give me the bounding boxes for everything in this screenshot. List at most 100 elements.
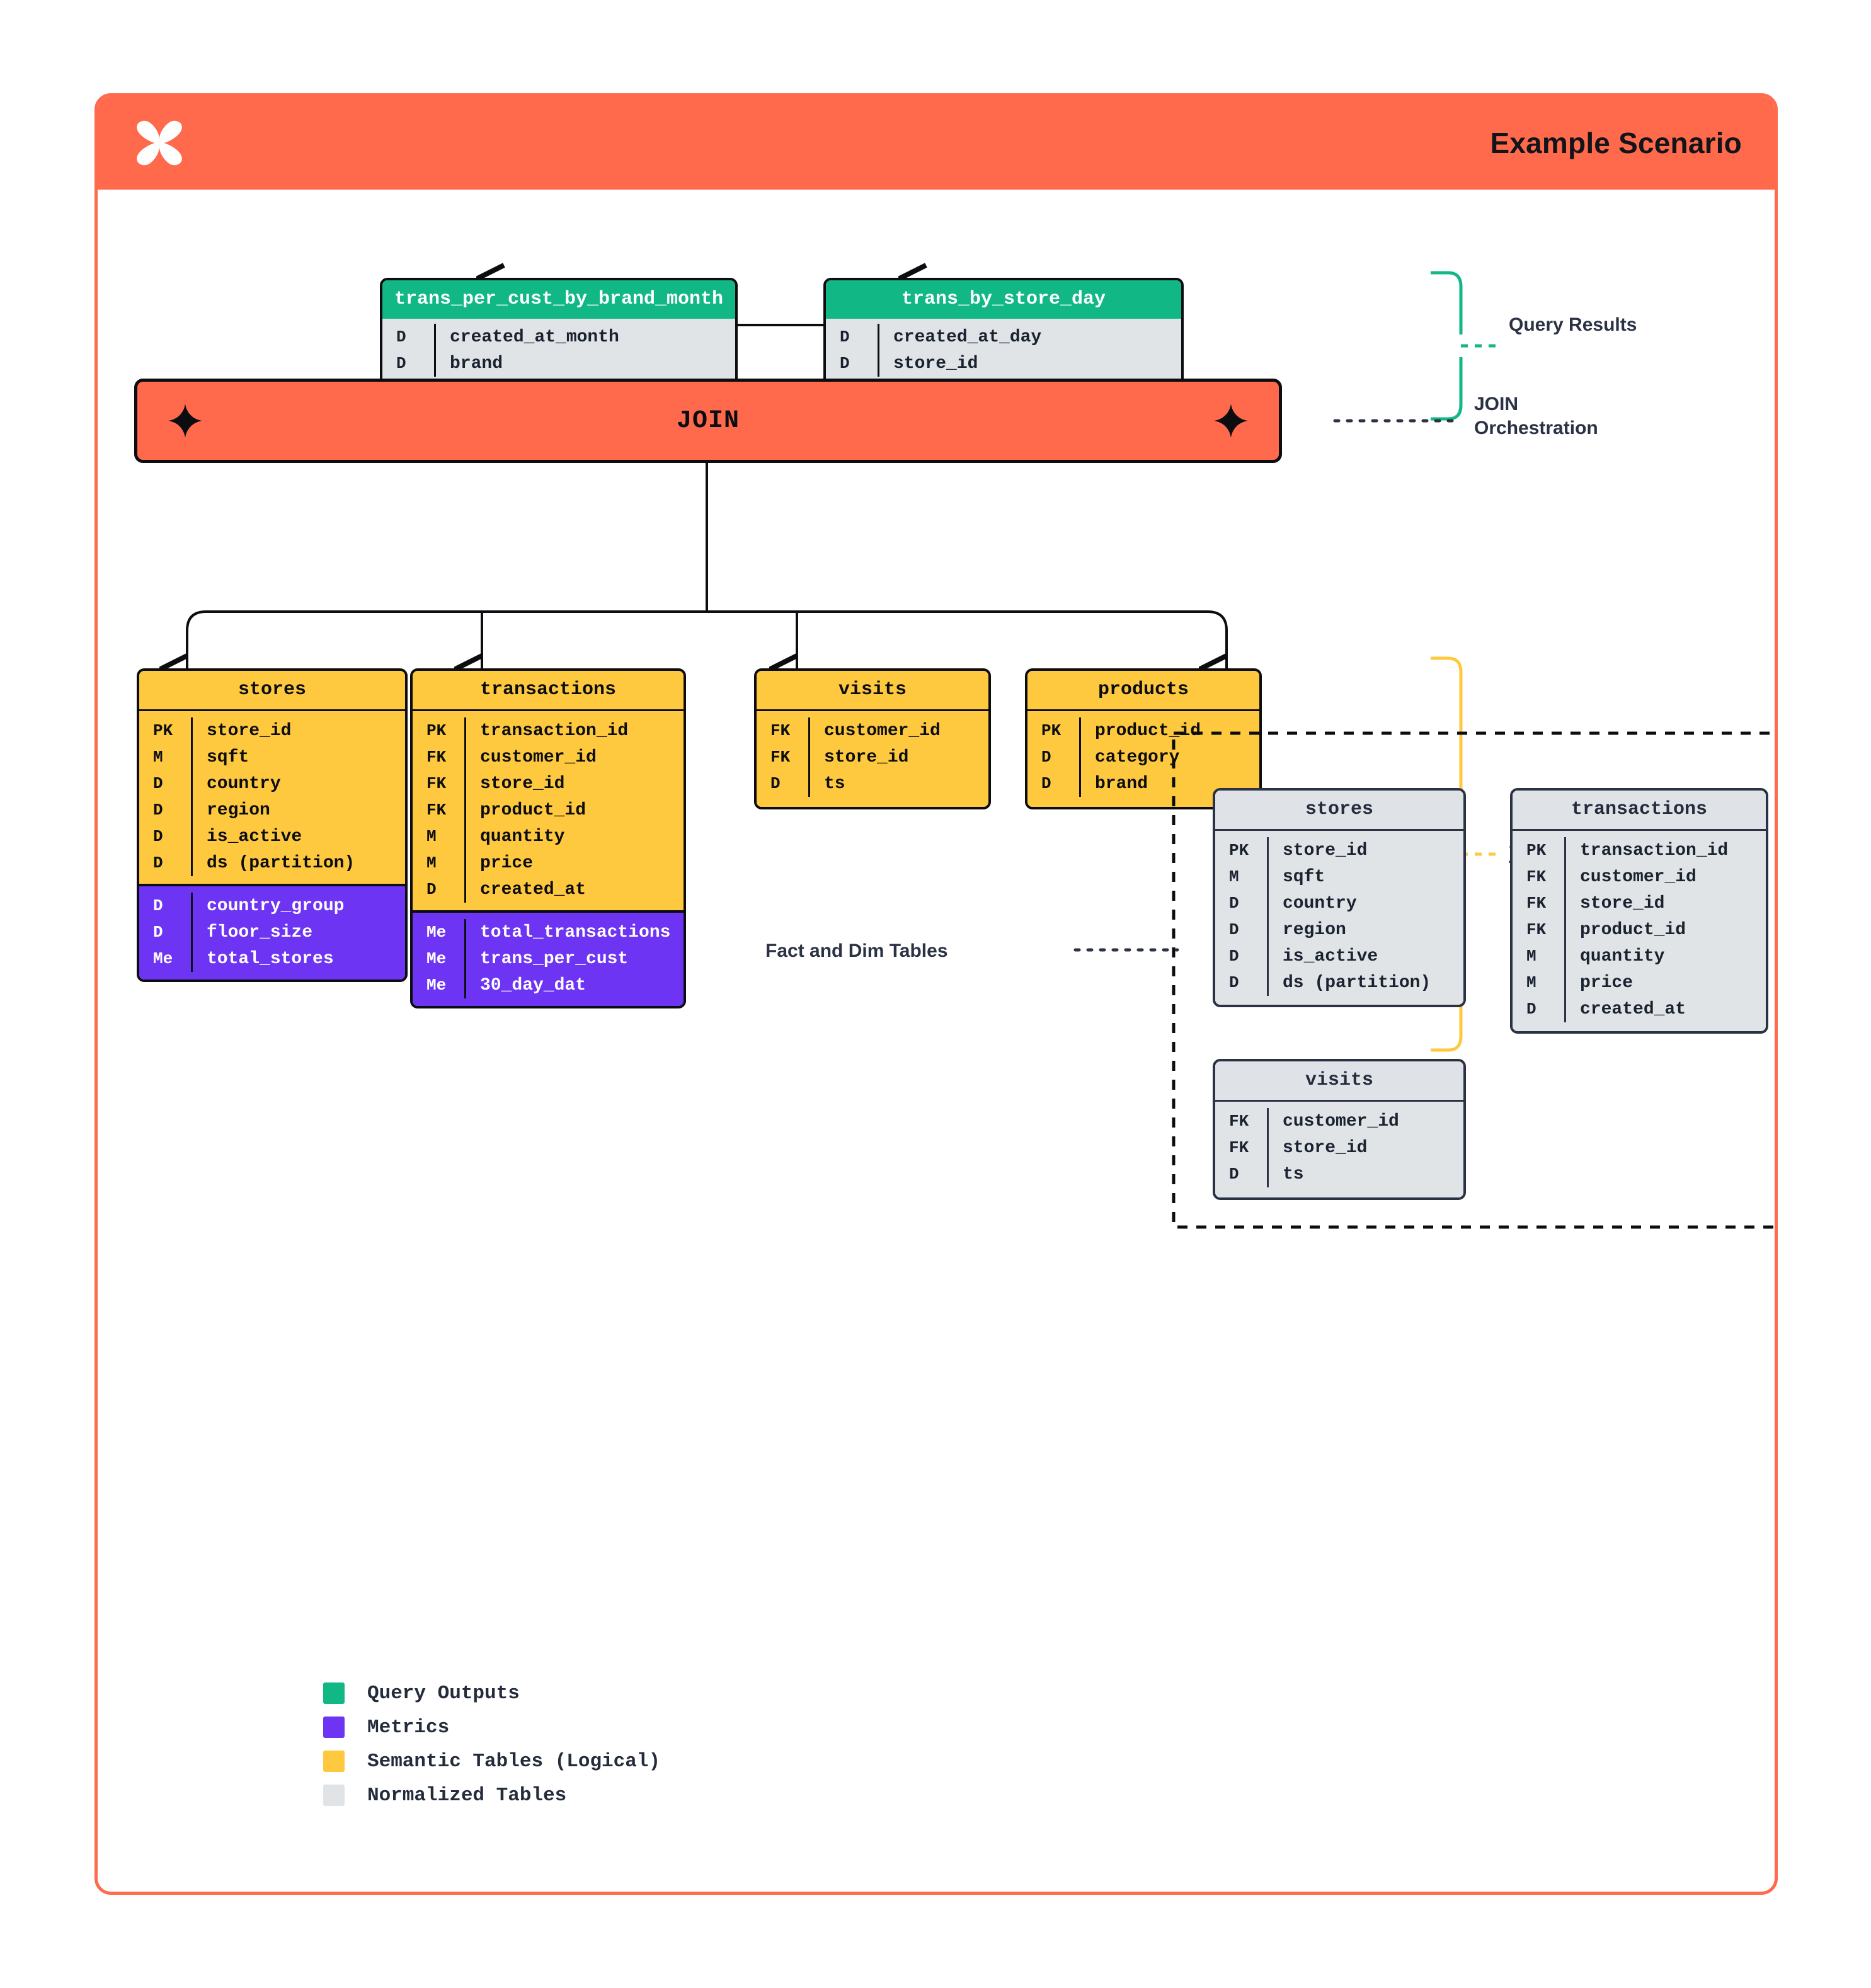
fact-dim-annotation-dots	[1073, 948, 1179, 952]
row-key: FK	[770, 721, 791, 740]
row-key: M	[153, 748, 163, 767]
table-title: stores	[1215, 791, 1463, 829]
row-field: created_at_month	[434, 324, 619, 350]
row-field: store_id	[1267, 1134, 1367, 1161]
row-key: D	[1041, 774, 1051, 793]
row-field: product_id	[1564, 917, 1686, 943]
row-key: D	[1041, 748, 1051, 767]
annotation-fact-and-dim-tables: Fact and Dim Tables	[765, 940, 948, 961]
row-field: created_at_day	[878, 324, 1041, 350]
row-field: created_at	[464, 876, 586, 903]
table-title: stores	[139, 671, 405, 709]
legend-label: Metrics	[367, 1716, 450, 1739]
row-field: ts	[1267, 1161, 1304, 1187]
example-scenario-card: Example Scenario	[94, 93, 1778, 1895]
row-field: category	[1079, 744, 1179, 770]
legend-item: Semantic Tables (Logical)	[323, 1744, 660, 1778]
legend-item: Query Outputs	[323, 1676, 660, 1710]
row-key: D	[1526, 1000, 1536, 1019]
row-field: is_active	[191, 823, 302, 850]
table-title: trans_by_store_day	[826, 280, 1181, 319]
annotation-join-orchestration: JOIN Orchestration	[1474, 394, 1598, 439]
row-field: sqft	[191, 744, 249, 770]
row-field: brand	[434, 350, 503, 377]
row-key: D	[1229, 947, 1239, 966]
legend: Query Outputs Metrics Semantic Tables (L…	[323, 1676, 660, 1812]
row-key: PK	[426, 721, 447, 740]
table-row: D store_id	[826, 350, 1181, 377]
row-field: region	[1267, 917, 1346, 943]
row-key: D	[840, 328, 850, 346]
row-field: brand	[1079, 770, 1148, 797]
table-title: transactions	[413, 671, 684, 709]
table-title: visits	[757, 671, 988, 709]
row-field: transaction_id	[1564, 837, 1728, 864]
row-key: Me	[153, 949, 173, 968]
row-field: ds (partition)	[191, 850, 355, 876]
row-key: D	[153, 854, 163, 872]
table-row: PK transaction_id	[413, 717, 684, 744]
row-key: PK	[1526, 841, 1547, 860]
table-row: FK store_id	[757, 744, 988, 770]
row-field: customer_id	[464, 744, 597, 770]
row-key: M	[1526, 947, 1536, 966]
dimension-section: D created_at_day D store_id	[826, 319, 1181, 384]
row-key: D	[396, 354, 406, 373]
row-field: region	[191, 797, 270, 823]
row-field: product_id	[464, 797, 586, 823]
row-key: D	[153, 774, 163, 793]
row-field: store_id	[878, 350, 978, 377]
row-field: floor_size	[191, 919, 312, 945]
row-key: D	[1229, 920, 1239, 939]
table-row: D created_at_month	[382, 324, 735, 350]
row-field: store_id	[808, 744, 908, 770]
card-header: Example Scenario	[98, 96, 1775, 190]
row-field: 30_day_dat	[464, 972, 586, 998]
legend-swatch-normalized-tables	[323, 1785, 345, 1806]
row-key: M	[1229, 867, 1239, 886]
row-field: store_id	[1267, 837, 1367, 864]
join-orchestration-bar[interactable]: JOIN	[134, 379, 1282, 463]
row-key: D	[1229, 973, 1239, 992]
row-field: store_id	[1564, 890, 1664, 917]
row-field: country	[1267, 890, 1357, 917]
row-field: transaction_id	[464, 717, 628, 744]
legend-swatch-semantic-tables	[323, 1751, 345, 1772]
table-title: transactions	[1513, 791, 1766, 829]
row-key: FK	[770, 748, 791, 767]
butterfly-x-logo-icon	[137, 120, 182, 166]
row-field: ts	[808, 770, 845, 797]
diagram-canvas: trans_per_cust_by_brand_month D created_…	[98, 190, 1775, 1892]
legend-swatch-metrics	[323, 1717, 345, 1738]
row-field: customer_id	[1564, 864, 1696, 890]
sparkle-icon	[168, 404, 202, 438]
row-field: quantity	[1564, 943, 1664, 969]
row-field: customer_id	[808, 717, 941, 744]
row-key: FK	[426, 801, 447, 820]
row-field: customer_id	[1267, 1108, 1399, 1134]
